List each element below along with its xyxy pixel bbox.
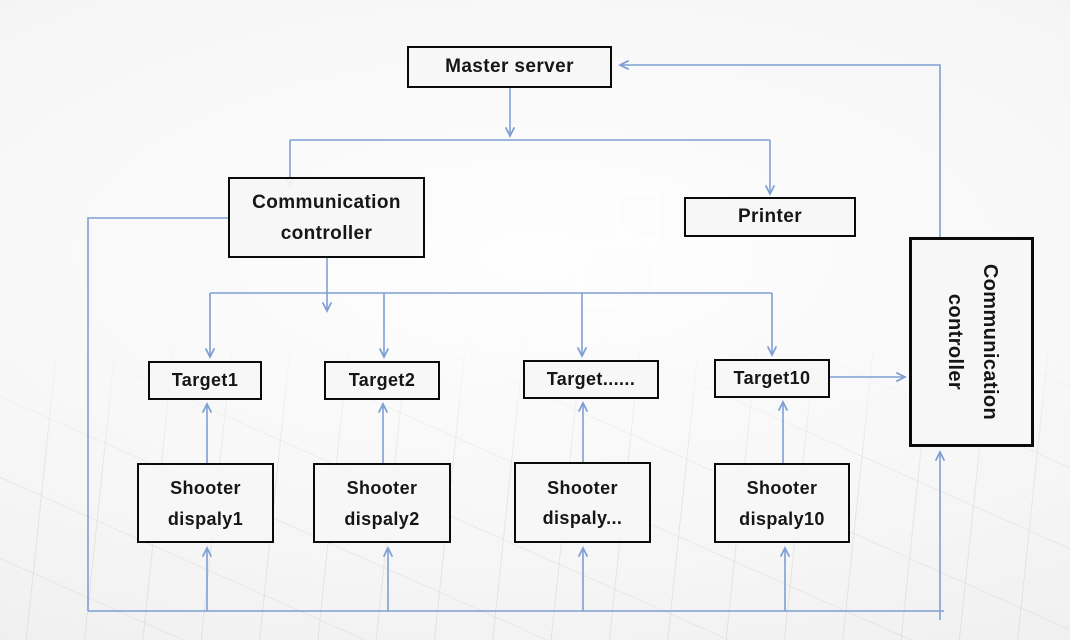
target1-label: Target1 xyxy=(171,370,239,390)
watermark xyxy=(578,240,656,306)
node-shooter-display-ellipsis: Shooter dispaly... xyxy=(514,462,651,543)
shooter-display1-line1: Shooter xyxy=(170,478,241,499)
target2-label: Target2 xyxy=(348,370,416,390)
arrow-commright-to-master xyxy=(618,59,941,237)
comm-controller-right-line1: Communication xyxy=(978,263,1001,421)
comm-controller-left-line2: controller xyxy=(280,223,373,244)
comm-controller-right-line2: controller xyxy=(943,293,966,391)
comm-controller-right-rotated-text: Communication controller xyxy=(930,240,1014,444)
target-ellipsis-label: Target...... xyxy=(546,369,636,389)
node-communication-controller-left: Communication controller xyxy=(228,177,425,258)
printer-label: Printer xyxy=(737,206,803,227)
node-target10: Target10 xyxy=(714,359,830,398)
node-target2: Target2 xyxy=(324,361,440,400)
node-shooter-display1: Shooter dispaly1 xyxy=(137,463,274,543)
shooter-display-ellipsis-line2: dispaly... xyxy=(542,508,623,529)
target10-label: Target10 xyxy=(733,368,811,388)
shooter-display10-line2: dispaly10 xyxy=(739,508,825,529)
node-shooter-display2: Shooter dispaly2 xyxy=(313,463,451,543)
node-printer: Printer xyxy=(684,197,856,237)
node-communication-controller-right: Communication controller xyxy=(909,237,1034,447)
watermark xyxy=(616,192,660,240)
shooter-display2-line1: Shooter xyxy=(346,478,418,499)
node-shooter-display10: Shooter dispaly10 xyxy=(714,463,850,543)
node-master-server: Master server xyxy=(407,46,612,88)
node-target-ellipsis: Target...... xyxy=(523,360,659,399)
node-target1: Target1 xyxy=(148,361,262,400)
shooter-display1-line2: dispaly1 xyxy=(167,508,244,529)
line-commleft-to-bottombus xyxy=(87,217,228,611)
master-server-label: Master server xyxy=(445,56,574,77)
shooter-display10-line1: Shooter xyxy=(746,478,818,499)
shooter-display-ellipsis-line1: Shooter xyxy=(547,477,618,498)
comm-controller-left-line1: Communication xyxy=(252,192,401,213)
shooter-display2-line2: dispaly2 xyxy=(344,508,420,529)
